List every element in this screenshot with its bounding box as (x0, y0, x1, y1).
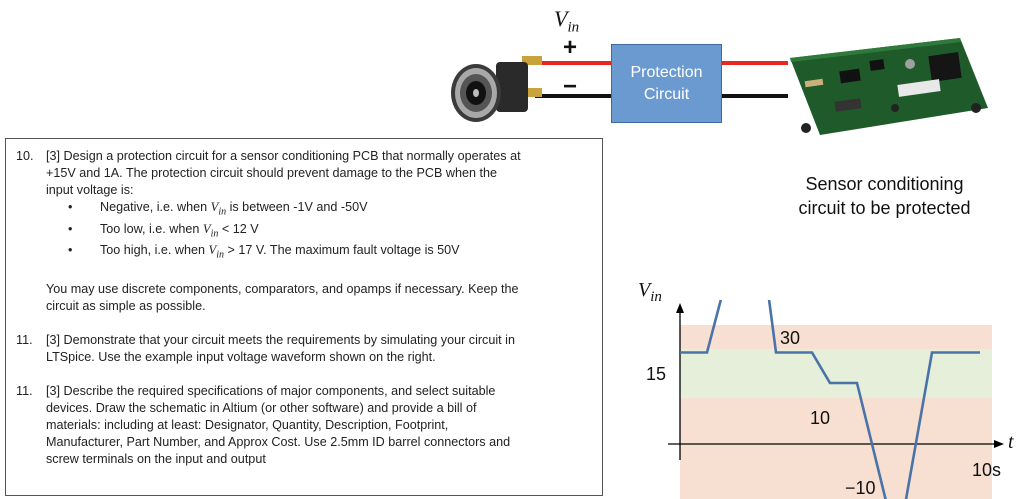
waveform-chart: 30 15 10 −10 10s t (646, 300, 1014, 499)
bullet-too-high: • Too high, i.e. when Vin > 17 V. The ma… (68, 243, 460, 261)
question-box: 10. [3] Design a protection circuit for … (5, 138, 603, 496)
question-11-simulate: 11. [3] Demonstrate that your circuit me… (16, 332, 515, 364)
tick-label-15: 15 (646, 364, 666, 384)
question-10: 10. [3] Design a protection circuit for … (16, 148, 592, 315)
tick-label-30: 30 (780, 328, 800, 348)
protection-circuit-block: Protection Circuit (611, 44, 722, 123)
protection-label-line1: Protection (630, 63, 703, 81)
plus-sign: + (563, 34, 578, 61)
tick-label-neg10: −10 (845, 478, 876, 498)
vin-label: Vin (554, 6, 580, 36)
fault-band-high (680, 325, 992, 349)
circuit-drawing (451, 38, 988, 135)
fault-band-low (680, 398, 992, 499)
tick-label-10: 10 (810, 408, 830, 428)
pcb-caption: Sensor conditioning circuit to be protec… (798, 174, 971, 218)
bullet-too-low: • Too low, i.e. when Vin < 12 V (68, 221, 259, 240)
bullet-negative: • Negative, i.e. when Vin is between -1V… (68, 200, 368, 218)
normal-band (680, 349, 992, 398)
protection-label-line2: Circuit (643, 85, 690, 103)
x-axis-arrow (994, 440, 1004, 448)
minus-sign: − (563, 73, 578, 100)
x-axis-label: t (1008, 431, 1014, 453)
y-axis-arrow (676, 303, 684, 313)
sensor-pcb-icon (790, 38, 988, 135)
barrel-jack-icon (451, 56, 542, 122)
series-line (680, 300, 980, 499)
graph-y-label: Vin (638, 279, 662, 305)
question-11-components: 11. [3] Describe the required specificat… (16, 383, 511, 466)
x-axis-end-label: 10s (972, 460, 1001, 480)
